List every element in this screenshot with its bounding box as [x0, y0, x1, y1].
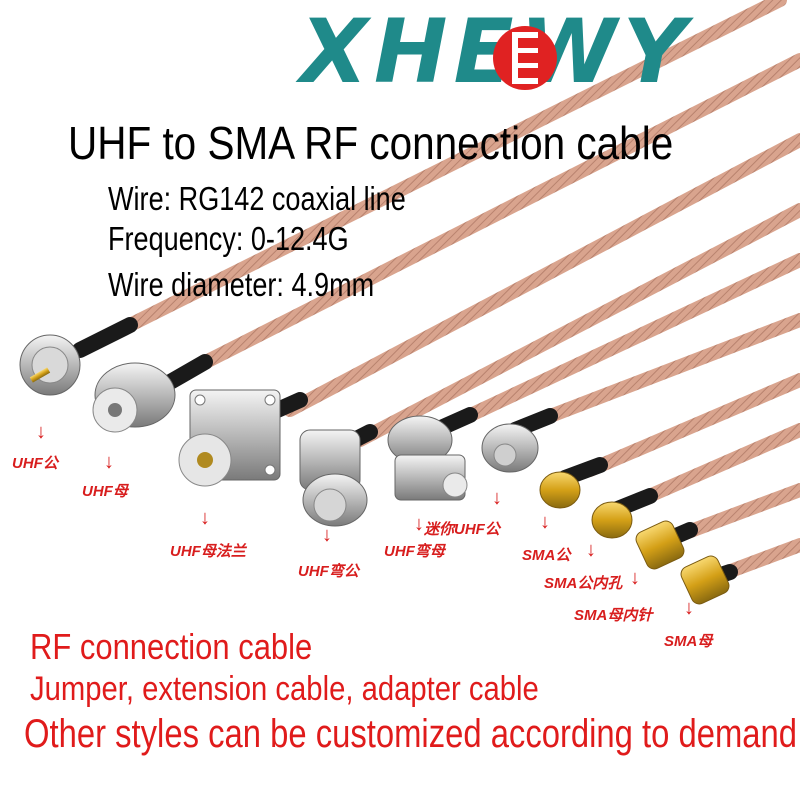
down-arrow-icon: ↓: [36, 421, 46, 443]
connector-sma-female: [680, 555, 730, 605]
down-arrow-icon: ↓: [492, 487, 502, 509]
spec-frequency: Frequency: 0-12.4G: [108, 220, 349, 257]
label-sma-male: SMA公: [522, 547, 571, 564]
cable-9: [673, 483, 800, 542]
down-arrow-icon: ↓: [586, 539, 596, 561]
connector-uhf-bent-female: [387, 415, 468, 501]
connector-sma-male: [539, 471, 581, 509]
brand-logo-icon: [493, 26, 557, 90]
cable-group: [113, 0, 800, 582]
label-sma-male-inner-hole: SMA公内孔: [544, 575, 623, 592]
spec-wire: Wire: RG142 coaxial line: [108, 180, 406, 217]
cable-5: [453, 253, 800, 427]
down-arrow-icon: ↓: [414, 513, 424, 535]
brand-wordmark: XHEWY: [300, 8, 692, 96]
label-uhf-male: UHF公: [12, 455, 58, 472]
connector-sma-female-inner-pin: [635, 520, 685, 570]
label-sma-female: SMA母: [664, 633, 713, 650]
footer-line-2: Jumper, extension cable, adapter cable: [30, 670, 539, 708]
label-uhf-female: UHF母: [82, 483, 128, 500]
label-uhf-female-flange: UHF母法兰: [170, 543, 246, 560]
down-arrow-icon: ↓: [200, 507, 210, 529]
cable-6: [533, 313, 800, 427]
footer-line-1: RF connection cable: [30, 626, 313, 667]
connector-uhf-male: [19, 334, 81, 396]
cable-2: [183, 53, 800, 377]
connector-uhf-female: [92, 362, 176, 433]
cable-1: [113, 0, 787, 337]
cable-3: [283, 133, 800, 417]
down-arrow-icon: ↓: [540, 511, 550, 533]
connector-uhf-female-flange: [178, 389, 281, 487]
spec-diameter: Wire diameter: 4.9mm: [108, 266, 375, 303]
cable-7: [583, 373, 800, 477]
label-mini-uhf-male: 迷你UHF公: [424, 521, 500, 538]
footer-line-3: Other styles can be customized according…: [24, 712, 798, 756]
down-arrow-icon: ↓: [630, 567, 640, 589]
cable-4: [353, 203, 800, 447]
label-uhf-bent-male: UHF弯公: [298, 563, 359, 580]
label-uhf-bent-female: UHF弯母: [384, 543, 445, 560]
connector-sma-male-inner-hole: [591, 501, 633, 539]
down-arrow-icon: ↓: [684, 597, 694, 619]
label-sma-female-inner-pin: SMA母内针: [574, 607, 653, 624]
connector-mini-uhf-male: [481, 423, 539, 473]
down-arrow-icon: ↓: [104, 451, 114, 473]
brand-name: XHEWY: [300, 0, 692, 103]
cable-8: [633, 423, 800, 507]
product-title: UHF to SMA RF connection cable: [68, 117, 674, 169]
connector-uhf-bent-male: [299, 429, 368, 527]
down-arrow-icon: ↓: [322, 524, 332, 546]
